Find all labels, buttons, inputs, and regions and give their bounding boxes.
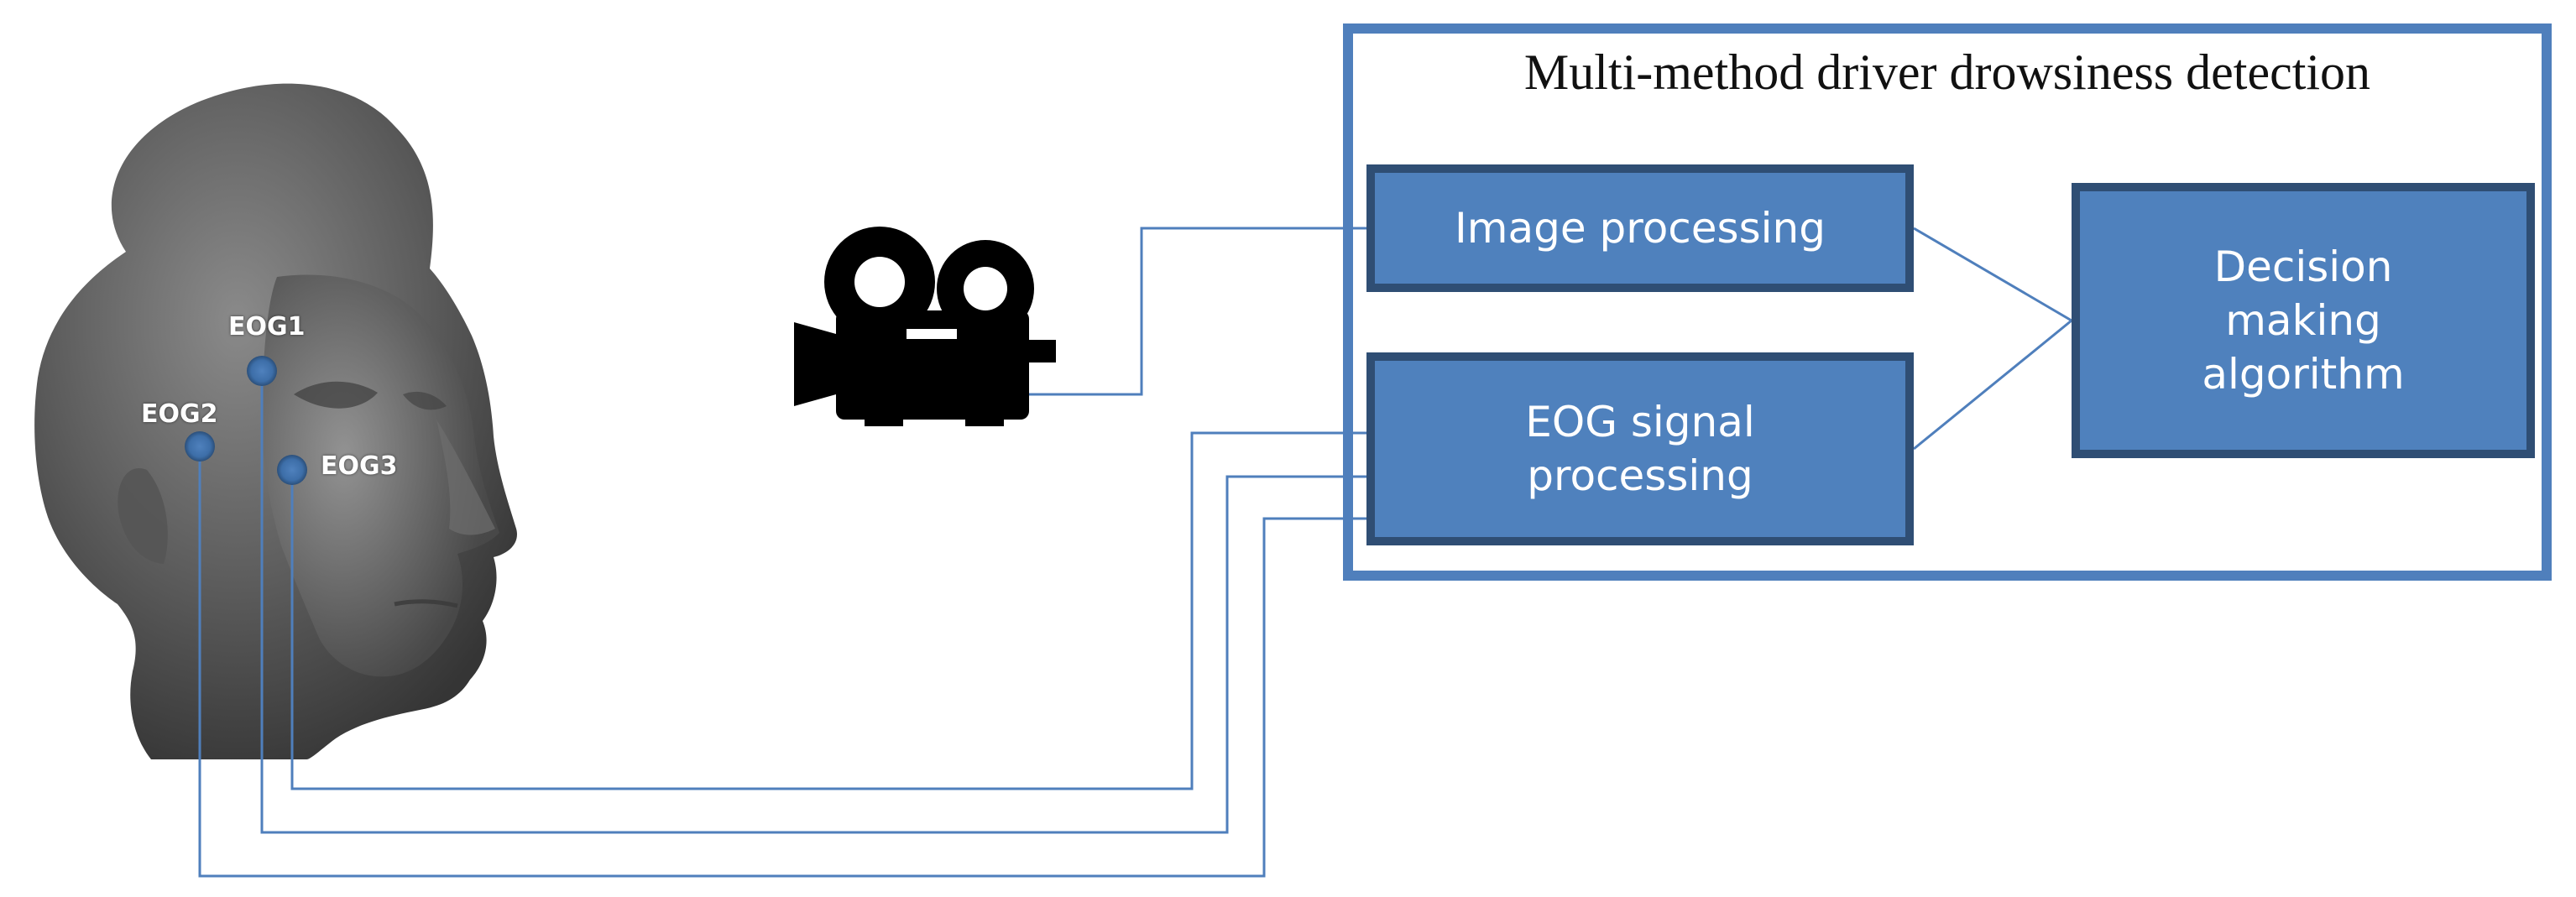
diagram-title: Multi-method driver drowsiness detection (1523, 44, 2371, 100)
eog2-label: EOG2 (141, 399, 218, 429)
camera-icon (794, 227, 1056, 426)
eog3-electrode (277, 455, 307, 485)
eog2-electrode (185, 431, 215, 462)
eog1-label: EOG1 (228, 312, 306, 342)
eog-processing-block: EOG signal processing (1366, 352, 1914, 545)
image-processing-label: Image processing (1455, 204, 1826, 253)
decision-label-line2: making (2225, 296, 2381, 345)
image-processing-block: Image processing (1366, 164, 1914, 292)
image-to-decision-line (1913, 227, 2072, 322)
eog3-line (290, 431, 1366, 790)
eog1-electrode (247, 356, 277, 386)
eog-processing-label-line2: processing (1527, 451, 1753, 500)
decision-label-line3: algorithm (2202, 350, 2405, 399)
decision-label-line1: Decision (2213, 243, 2393, 291)
eog1-line (260, 371, 1366, 834)
head-icon (34, 83, 517, 760)
camera-to-image-line (1029, 227, 1366, 396)
connector-lines (198, 227, 2072, 878)
detection-system-box (1343, 23, 2552, 581)
eog-processing-label-line1: EOG signal (1525, 398, 1755, 446)
eog2-line (198, 446, 1366, 878)
electrodes (185, 356, 307, 485)
eog3-label: EOG3 (321, 451, 398, 481)
eog-to-decision-line (1913, 319, 2072, 451)
decision-block: Decision making algorithm (2072, 183, 2535, 458)
